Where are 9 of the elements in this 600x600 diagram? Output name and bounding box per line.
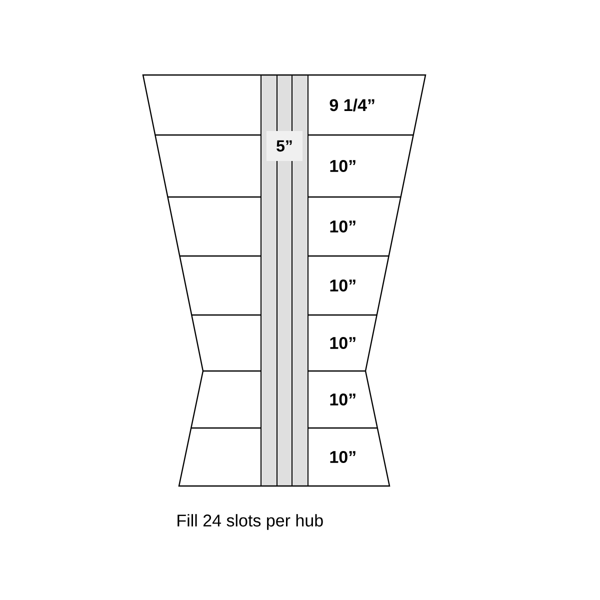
dimension-label: 10”	[330, 450, 356, 464]
dimension-label: 5”	[266, 131, 302, 161]
caption: Fill 24 slots per hub	[178, 514, 323, 530]
dimension-label: 10”	[330, 220, 356, 233]
dimension-label: 10”	[330, 160, 356, 172]
dimension-label: 10”	[330, 279, 356, 292]
dimension-label: 10”	[330, 393, 356, 406]
dimension-label: 10”	[330, 336, 356, 350]
dimension-label: 9 1/4”	[330, 98, 374, 112]
